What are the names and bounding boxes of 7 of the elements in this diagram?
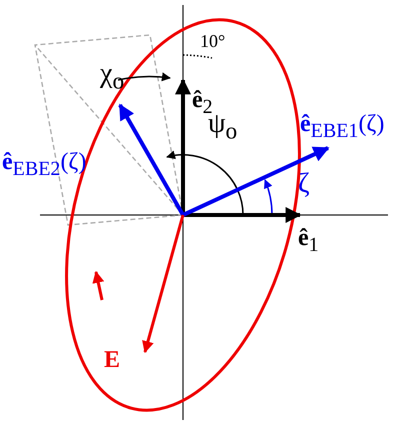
angle-label: 10°: [200, 32, 226, 50]
vector-label: E: [104, 348, 120, 372]
angle-label: ζ: [298, 170, 310, 198]
vector-label: ê$_{EBE2}$(ζ): [2, 150, 86, 179]
vector-label: ê$_{1}$: [298, 226, 319, 255]
angle-label: χ$_{o}$: [100, 60, 124, 94]
vector-label: ê$_{EBE1}$(ζ): [300, 112, 384, 141]
